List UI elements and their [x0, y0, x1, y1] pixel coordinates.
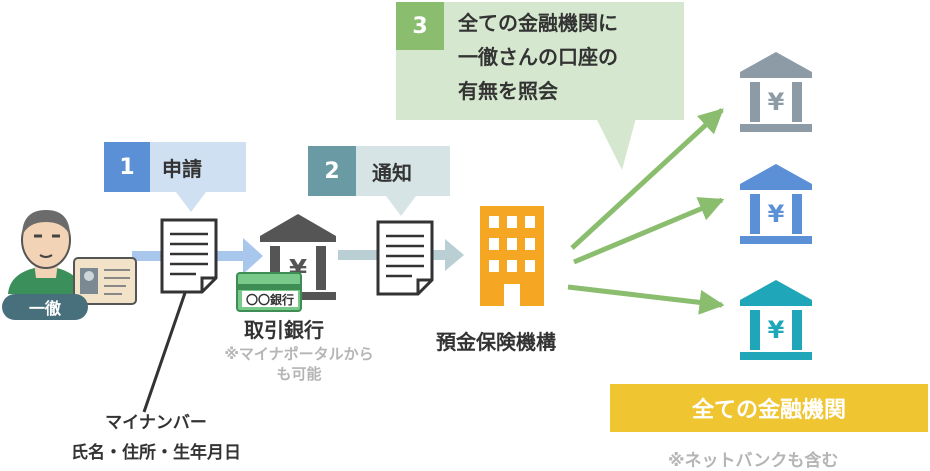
person-avatar-icon	[8, 210, 137, 305]
svg-text:¥: ¥	[768, 316, 785, 344]
step-2-number: 2	[308, 146, 356, 196]
svg-text:¥: ¥	[768, 200, 785, 228]
my-portal-note: ※マイナポータルから も可能	[224, 345, 374, 383]
bank-icon-blue: ¥	[740, 164, 812, 244]
bank-icon-teal: ¥	[740, 280, 812, 360]
mynumber-line2: 氏名・住所・生年月日	[71, 443, 241, 463]
arrow-to-bank-bottom	[567, 284, 725, 315]
deposit-insurance-building-icon	[480, 206, 544, 306]
net-bank-note: ※ネットバンクも含む	[668, 451, 839, 471]
mynumber-pointer-line	[142, 289, 188, 413]
step-2-pointer	[386, 196, 416, 216]
person-name: 一徹	[28, 299, 61, 318]
bank-card-text: 〇〇銀行	[242, 291, 298, 307]
step-2-label: 通知	[372, 160, 412, 185]
bank-card: 〇〇銀行	[236, 272, 302, 312]
all-banks-label: 全ての金融機関	[610, 384, 928, 432]
step-1-number: 1	[104, 142, 150, 192]
transaction-bank-name: 取引銀行	[244, 318, 324, 342]
svg-text:¥: ¥	[768, 88, 785, 116]
arrow-to-bank-top	[570, 108, 724, 250]
application-document-icon	[160, 218, 218, 294]
step-1-pointer	[176, 192, 206, 212]
person-name-badge: 一徹	[2, 294, 88, 320]
step-3-bubble	[396, 2, 684, 120]
mynumber-line1: マイナンバー	[105, 413, 207, 433]
step-1-label: 申請	[162, 156, 202, 181]
step-3-pointer	[596, 118, 636, 170]
step-3-number: 3	[396, 2, 444, 50]
bank-icon-gray: ¥	[740, 52, 812, 132]
notification-document-icon	[376, 220, 434, 296]
arrow-to-bank-middle	[573, 197, 725, 265]
step-3-label: 全ての金融機関に 一徹さんの口座の 有無を照会	[458, 11, 618, 103]
deposit-insurance-name: 預金保険機構	[436, 330, 556, 354]
mynumber-text: マイナンバー 氏名・住所・生年月日	[56, 408, 256, 468]
